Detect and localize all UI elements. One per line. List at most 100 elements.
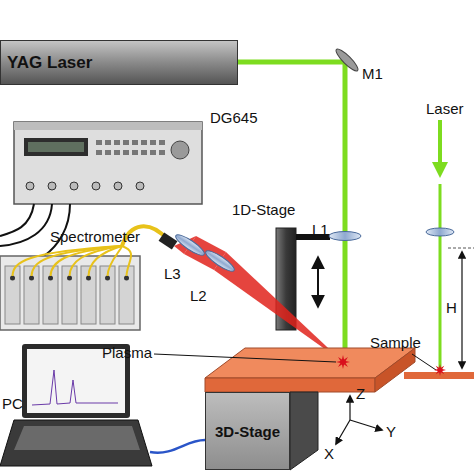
collection-lens: [173, 232, 236, 274]
part-label: L1: [312, 222, 329, 239]
inset-lens: [426, 228, 454, 236]
delay-generator: [171, 141, 189, 159]
sample: [375, 348, 415, 392]
laser-box: YAG Laser: [0, 40, 238, 85]
delay-generator: [105, 150, 111, 155]
axes: [336, 396, 382, 444]
delay-generator: [159, 140, 165, 145]
laptop: [0, 344, 152, 466]
axes: [350, 420, 382, 430]
node-label: 3D-Stage: [215, 423, 280, 440]
part-label: X: [324, 446, 334, 463]
plasma: [336, 355, 350, 369]
node-label: YAG Laser: [7, 53, 92, 73]
inset-beam: [439, 184, 442, 368]
part-label: Y: [386, 424, 396, 441]
laptop: [32, 370, 118, 405]
collection-lens: [173, 232, 206, 258]
optical-fiber: [13, 226, 169, 276]
mirror: [334, 47, 361, 74]
collection-lens: [203, 248, 236, 274]
part-label: M1: [362, 66, 383, 83]
delay-generator: [92, 182, 100, 190]
delay-generator: [70, 182, 78, 190]
spectrometer: [10, 276, 15, 281]
part-label: PC: [2, 396, 23, 413]
delay-generator: [14, 122, 202, 130]
dimension-line: [448, 248, 474, 249]
delay-generator: [14, 122, 202, 204]
delay-generator: [96, 150, 102, 155]
focusing-lens: [329, 232, 361, 241]
inset-sample: [404, 372, 474, 379]
plasma: [434, 364, 446, 376]
part-label: Laser: [426, 101, 464, 118]
optical-fiber: [70, 246, 123, 276]
optical-fiber: [13, 246, 123, 276]
focusing-lens: [329, 232, 361, 241]
optical-fiber: [51, 246, 123, 276]
spectrometer: [48, 276, 53, 281]
inset-sample: [404, 372, 474, 379]
delay-generator: [114, 182, 122, 190]
delay-generator: [96, 140, 165, 155]
plasma: [434, 364, 446, 376]
delay-generator: [132, 150, 138, 155]
delay-generator: [114, 140, 120, 145]
data-cable: [150, 440, 205, 453]
optical-fiber: [32, 246, 123, 276]
stage-box: 3D-Stage: [205, 392, 290, 470]
signal-cable: [0, 204, 34, 236]
laptop: [0, 420, 152, 466]
part-label: L2: [190, 288, 207, 305]
laptop: [14, 426, 140, 450]
part-label: Plasma: [102, 345, 152, 362]
leader-line: [154, 354, 436, 370]
data-cable: [150, 440, 205, 453]
delay-generator: [28, 142, 84, 152]
leader-line: [154, 354, 336, 362]
inset-lens: [426, 228, 454, 236]
fiber-collimator: [159, 232, 178, 249]
spectrometer: [29, 276, 34, 281]
spectrometer: [0, 256, 140, 330]
part-label: H: [446, 300, 457, 317]
delay-generator: [48, 182, 56, 190]
delay-generator: [132, 140, 138, 145]
part-label: Z: [356, 386, 365, 403]
sample: [205, 378, 375, 392]
fiber-collimator: [159, 232, 178, 249]
leader-line: [412, 354, 436, 370]
spectrometer: [124, 276, 129, 281]
delay-generator: [96, 140, 102, 145]
delay-generator: [26, 182, 34, 190]
delay-generator: [14, 122, 202, 204]
delay-generator: [123, 140, 129, 145]
axes: [336, 420, 350, 444]
spectrometer: [105, 276, 110, 281]
stage-side: [290, 392, 318, 470]
delay-generator: [26, 182, 144, 190]
delay-generator: [150, 140, 156, 145]
part-label: L3: [164, 266, 181, 283]
delay-generator: [141, 150, 147, 155]
part-label: DG645: [210, 110, 258, 127]
optical-fiber: [108, 246, 123, 276]
signal-cable: [0, 204, 52, 246]
delay-generator: [123, 150, 129, 155]
delay-generator: [141, 140, 147, 145]
delay-generator: [150, 150, 156, 155]
inset-beam: [440, 120, 441, 368]
optical-fiber: [122, 246, 131, 276]
sample: [205, 348, 415, 392]
optical-fiber: [89, 246, 123, 276]
delay-generator: [114, 150, 120, 155]
delay-generator: [24, 138, 88, 156]
part-label: 1D-Stage: [232, 202, 295, 219]
spectrometer: [67, 276, 72, 281]
delay-generator: [105, 140, 111, 145]
dimension-line: [461, 252, 462, 368]
linear-stage: [317, 258, 319, 306]
delay-generator: [136, 182, 144, 190]
